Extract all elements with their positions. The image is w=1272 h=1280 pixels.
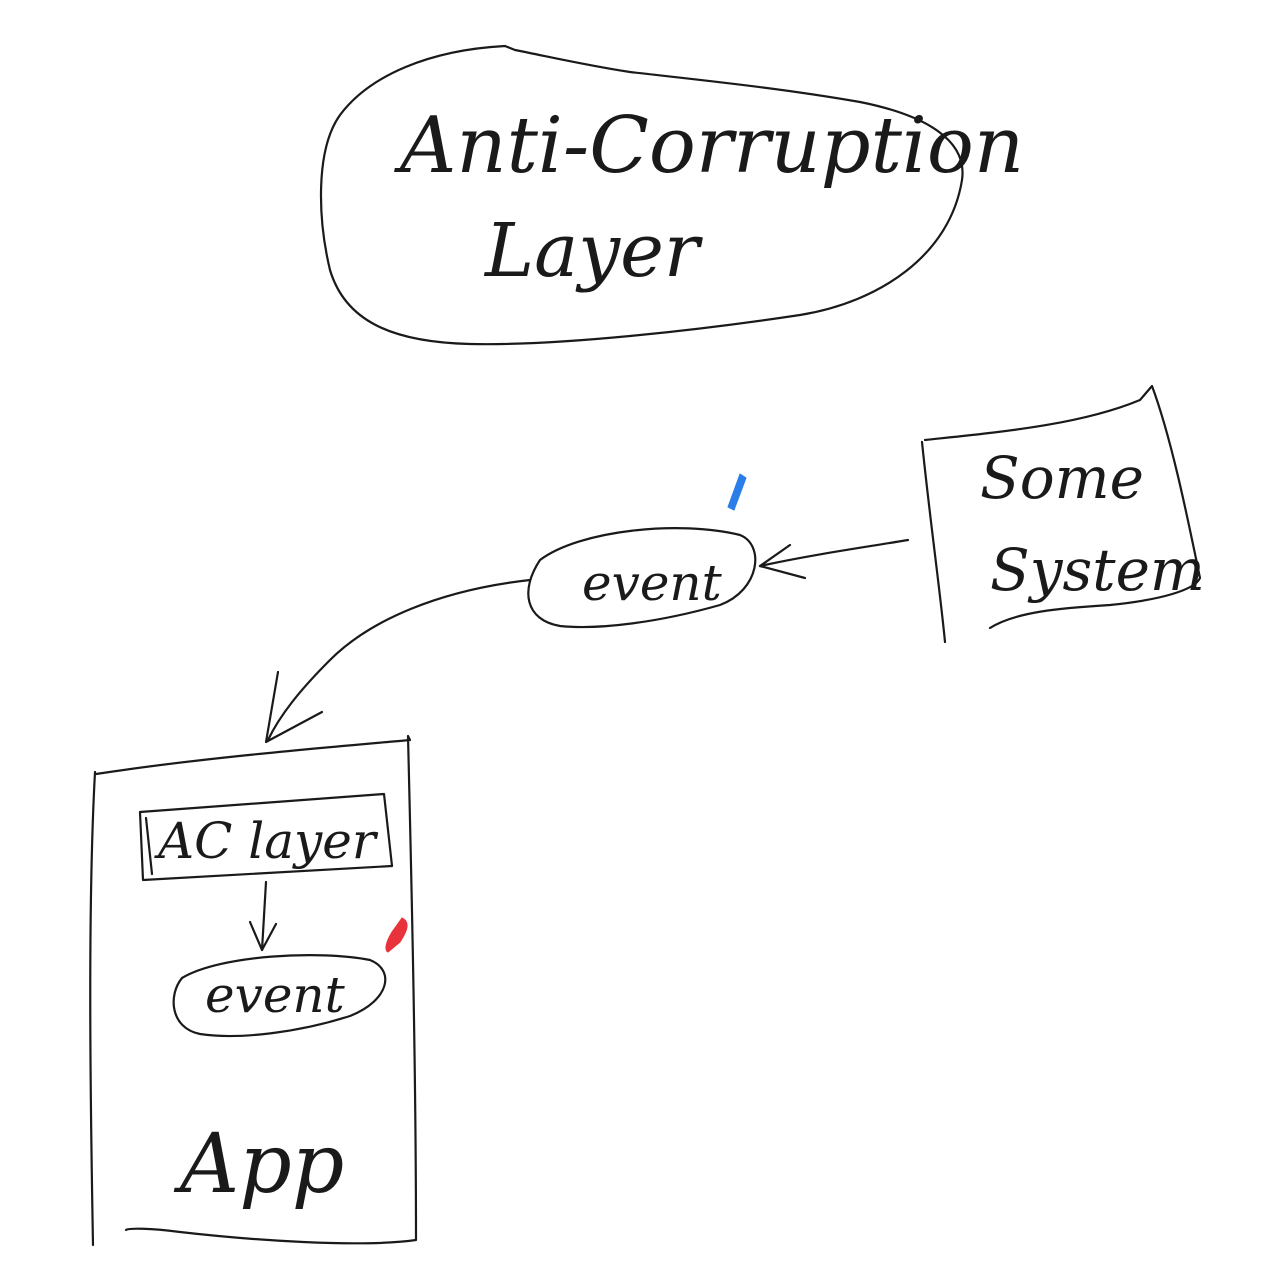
ac-layer-inner-edge bbox=[144, 816, 154, 876]
title-bubble: Anti-Corruption Layer bbox=[319, 44, 1024, 346]
blue-mark bbox=[727, 473, 747, 511]
some-system-box: Some System bbox=[920, 384, 1205, 644]
title-line-2: Layer bbox=[483, 208, 704, 294]
app-box-outline bbox=[94, 734, 418, 1245]
title-bubble-outline bbox=[319, 44, 964, 346]
arrow-system-to-event bbox=[758, 538, 910, 580]
arrow-ac-to-event-line bbox=[260, 880, 268, 952]
ac-layer-label: AC layer bbox=[154, 812, 379, 870]
some-system-left-edge bbox=[920, 440, 947, 644]
red-mark bbox=[385, 917, 408, 953]
some-system-line-2: System bbox=[990, 536, 1205, 604]
app-box-left-edge bbox=[89, 770, 97, 1247]
title-line-1: Anti-Corruption bbox=[394, 101, 1024, 191]
some-system-outline bbox=[923, 384, 1202, 630]
arrow-system-to-event-head bbox=[758, 543, 807, 580]
arrow-event-to-app bbox=[264, 578, 532, 744]
arrow-ac-to-event-head bbox=[248, 920, 278, 952]
internal-event-node: event bbox=[172, 954, 387, 1038]
external-event-outline bbox=[527, 527, 757, 629]
arrow-event-to-app-head bbox=[264, 670, 324, 744]
internal-event-outline bbox=[172, 954, 387, 1038]
ac-layer-outline bbox=[138, 792, 394, 882]
arrow-system-to-event-line bbox=[758, 538, 910, 568]
internal-event-label: event bbox=[205, 966, 346, 1024]
app-label: App bbox=[173, 1117, 344, 1212]
ac-layer-box: AC layer bbox=[138, 792, 394, 882]
external-event-label: event bbox=[582, 554, 723, 612]
external-event-node: event bbox=[527, 527, 757, 629]
some-system-line-1: Some bbox=[980, 444, 1144, 512]
arrow-event-to-app-line bbox=[266, 578, 532, 742]
app-box: App bbox=[89, 734, 418, 1247]
arrow-ac-to-event bbox=[248, 880, 278, 952]
